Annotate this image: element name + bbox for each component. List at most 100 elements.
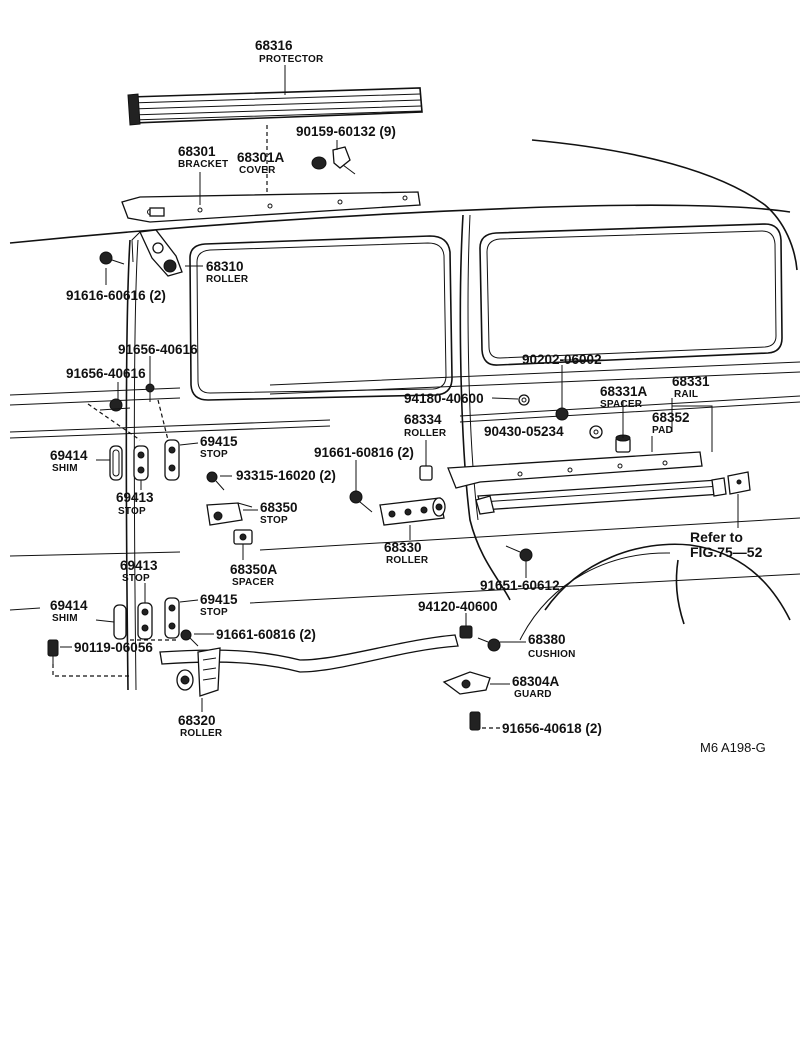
label-stop350-name: STOP xyxy=(260,515,288,526)
label-roller330-name: ROLLER xyxy=(386,555,429,566)
label-protector-number: 68316 xyxy=(255,38,293,53)
label-roller334-name: ROLLER xyxy=(404,428,447,439)
label-roller-top-number: 68310 xyxy=(206,259,244,274)
stop-69415-upper-leader xyxy=(179,442,199,446)
label-rail-name: RAIL xyxy=(674,389,698,400)
label-roller320-name: ROLLER xyxy=(180,728,223,739)
pad-68352-part xyxy=(475,477,727,515)
label-pad-name: PAD xyxy=(652,425,673,436)
roller-68320-part xyxy=(176,647,221,697)
cushion-part xyxy=(477,637,501,652)
guard-part xyxy=(442,671,491,695)
label-spacer350a-name: SPACER xyxy=(232,577,275,588)
rear-side-window xyxy=(479,223,783,366)
label-refer-line1: Refer to xyxy=(690,529,743,545)
label-nut-180-number: 94180-40600 xyxy=(404,391,484,406)
bolt-91661-lower-part xyxy=(180,629,199,647)
label-shim414b-name: SHIM xyxy=(52,613,78,624)
label-stop415a-name: STOP xyxy=(200,449,228,460)
label-spacer331a-name: SPACER xyxy=(600,399,643,410)
roller-68334-part xyxy=(419,465,433,481)
label-cover-number: 68301A xyxy=(237,150,285,165)
spacer-68350a-part xyxy=(233,529,253,545)
bolt-91661-upper-part xyxy=(349,490,373,513)
label-nut-002-number: 90202-06002 xyxy=(522,352,602,367)
rail-leader xyxy=(671,398,713,452)
stop-69415-lower-leader xyxy=(179,599,199,603)
stop-68350-part xyxy=(206,502,253,526)
upper-dash-guide xyxy=(87,399,169,441)
screw-9-part xyxy=(332,146,356,175)
label-shim414a-number: 69414 xyxy=(50,448,88,463)
nut-90202-part xyxy=(555,407,569,421)
refer-block-part xyxy=(727,471,751,495)
lower-dash-guide xyxy=(52,639,178,677)
label-stop415b-name: STOP xyxy=(200,607,228,618)
shim-69414-lower-leader xyxy=(95,619,115,623)
label-cushion-name: CUSHION xyxy=(528,649,576,660)
cover-part xyxy=(311,156,327,170)
shim-69414-lower-part xyxy=(113,604,127,640)
label-cushion-number: 68380 xyxy=(528,632,566,647)
front-side-window xyxy=(189,235,453,401)
stop-69415-lower-part xyxy=(164,597,180,639)
washer-90430-part xyxy=(589,425,603,439)
bolt-90119-part xyxy=(47,639,59,664)
label-nut-120-number: 94120-40600 xyxy=(418,599,498,614)
label-bolt-656b-number: 91656-40616 xyxy=(66,366,146,381)
label-screw315-number: 93315-16020 (2) xyxy=(236,468,336,483)
label-refer-line2: FIG.75—52 xyxy=(690,544,763,560)
bracket-part xyxy=(121,191,421,223)
shim-69414-upper-part xyxy=(109,445,123,481)
label-spacer350a-number: 68350A xyxy=(230,562,278,577)
label-guard-name: GUARD xyxy=(514,689,552,700)
label-bracket-number: 68301 xyxy=(178,144,216,159)
label-shim414a-name: SHIM xyxy=(52,463,78,474)
label-rail-number: 68331 xyxy=(672,374,710,389)
label-stop350-number: 68350 xyxy=(260,500,298,515)
label-stop413b-name: STOP xyxy=(122,573,150,584)
bolt-656b-part xyxy=(99,398,131,412)
roller-68330-part xyxy=(379,497,446,526)
label-guard-number: 68304A xyxy=(512,674,560,689)
label-bolt-616-number: 91616-60616 (2) xyxy=(66,288,166,303)
label-stop413b-number: 69413 xyxy=(120,558,158,573)
label-cover-name: COVER xyxy=(239,165,276,176)
upper-roller-part xyxy=(131,229,183,277)
screw-93315-part xyxy=(206,471,225,491)
stop-69413-upper-part xyxy=(133,445,149,481)
label-stop415b-number: 69415 xyxy=(200,592,238,607)
label-shim414b-number: 69414 xyxy=(50,598,88,613)
label-roller320-number: 68320 xyxy=(178,713,216,728)
bolt-616-part xyxy=(99,251,125,265)
label-bolt-618-number: 91656-40618 (2) xyxy=(502,721,602,736)
rail-68331-part xyxy=(447,451,703,489)
label-pad-number: 68352 xyxy=(652,410,690,425)
label-spacer331a-number: 68331A xyxy=(600,384,648,399)
label-bolt-661b-number: 91661-60816 (2) xyxy=(216,627,316,642)
nut-94180-leader xyxy=(491,397,519,400)
label-washer-234-number: 90430-05234 xyxy=(484,424,564,439)
label-stop413a-number: 69413 xyxy=(116,490,154,505)
label-stop413a-name: STOP xyxy=(118,506,146,517)
label-bolt-656a-number: 91656-40616 xyxy=(118,342,198,357)
label-bolt-612-number: 91651-60612 xyxy=(480,578,560,593)
nut-94120-part xyxy=(459,625,473,639)
label-roller334-number: 68334 xyxy=(404,412,442,427)
bolt-618-part xyxy=(469,711,481,731)
label-screw9-number: 90159-60132 (9) xyxy=(296,124,396,139)
nut-94180-part xyxy=(518,394,530,406)
label-stop415a-number: 69415 xyxy=(200,434,238,449)
stop-69415-upper-part xyxy=(164,439,180,481)
label-protector-name: PROTECTOR xyxy=(259,54,324,65)
nut-90202-leader xyxy=(561,359,608,408)
figure-code: M6 A198-G xyxy=(700,740,766,755)
bolt-91651-part xyxy=(505,545,533,562)
label-bracket-name: BRACKET xyxy=(178,159,228,170)
stop-69413-lower-part xyxy=(137,602,153,640)
label-roller-top-name: ROLLER xyxy=(206,274,249,285)
label-bolt-056-number: 90119-06056 xyxy=(74,640,153,655)
label-bolt-661a-number: 91661-60816 (2) xyxy=(314,445,414,460)
protector-part xyxy=(127,87,423,126)
